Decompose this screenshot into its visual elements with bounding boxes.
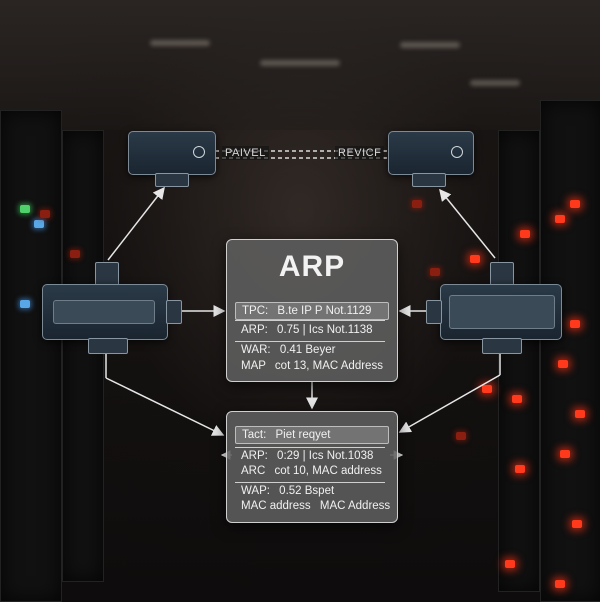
device-slot xyxy=(53,300,155,324)
status-led xyxy=(20,205,30,213)
status-led xyxy=(555,580,565,588)
arp-row: TPC: B.te IP P Not.1129 xyxy=(235,302,389,320)
row-value: Piet reqyet xyxy=(275,429,331,441)
status-led xyxy=(560,450,570,458)
device-connector xyxy=(155,173,189,187)
row-key: ARP: xyxy=(241,450,268,462)
divider xyxy=(235,447,385,448)
status-led xyxy=(555,215,565,223)
row-key: ARP: xyxy=(241,324,268,336)
network-device-left xyxy=(42,284,168,340)
device-slot xyxy=(449,295,555,329)
row-key: Tact: xyxy=(242,429,267,441)
row-value: MAC Address xyxy=(319,500,391,512)
arp-row: WAR: 0.41 Beyer xyxy=(241,344,335,356)
status-led xyxy=(520,230,530,238)
device-connector xyxy=(412,173,446,187)
row-value: 0.52 Bspet xyxy=(279,485,335,497)
row-key: MAP xyxy=(241,360,266,372)
cable-label-right: REVICF xyxy=(335,146,385,160)
status-led xyxy=(430,268,440,276)
network-device-top-left xyxy=(128,131,216,175)
status-led xyxy=(412,200,422,208)
port-icon xyxy=(451,146,463,158)
cable-label-left: PAIVEL xyxy=(222,146,269,160)
status-led xyxy=(515,465,525,473)
status-led xyxy=(456,432,466,440)
arp-row: ARP: 0.75 | Ics Not.1138 xyxy=(241,324,373,336)
status-led xyxy=(34,220,44,228)
divider xyxy=(235,341,385,342)
device-connector xyxy=(426,300,442,324)
port-icon xyxy=(193,146,205,158)
status-led xyxy=(505,560,515,568)
request-row: ARP: 0:29 | Ics Not.1038 xyxy=(241,450,373,462)
ceiling-light xyxy=(400,42,460,48)
row-value: B.te IP P Not.1129 xyxy=(277,305,372,317)
device-connector xyxy=(88,338,128,354)
divider xyxy=(235,320,385,321)
network-device-right xyxy=(440,284,562,340)
arp-row: MAP cot 13, MAC Address xyxy=(241,360,383,372)
network-device-top-right xyxy=(388,131,474,175)
ceiling-light xyxy=(260,60,340,66)
arrow-line xyxy=(398,374,501,433)
row-key: MAC address xyxy=(241,500,311,512)
status-led xyxy=(20,300,30,308)
status-led xyxy=(470,255,480,263)
request-row: Tact: Piet reqyet xyxy=(235,426,389,444)
status-led xyxy=(70,250,80,258)
server-rack-right xyxy=(540,100,600,602)
row-key: TPC: xyxy=(242,305,269,317)
divider xyxy=(235,482,385,483)
ceiling-light xyxy=(150,40,210,46)
arrow-line xyxy=(439,188,496,259)
status-led xyxy=(558,360,568,368)
status-led xyxy=(40,210,50,218)
row-value: 0.75 | Ics Not.1138 xyxy=(277,324,373,336)
status-led xyxy=(572,520,582,528)
status-led xyxy=(570,200,580,208)
request-row: WAP: 0.52 Bspet xyxy=(241,485,334,497)
arrow-line xyxy=(107,186,165,261)
row-value: 0.41 Beyer xyxy=(279,344,336,356)
arrow-line xyxy=(105,377,225,436)
server-rack-right-2 xyxy=(498,130,540,592)
device-connector xyxy=(490,262,514,286)
row-value: cot 10, MAC address xyxy=(274,465,382,477)
row-key: WAP: xyxy=(241,485,270,497)
device-connector xyxy=(166,300,182,324)
ceiling xyxy=(0,0,600,130)
request-row: MAC address MAC Address xyxy=(241,500,390,512)
ceiling-light xyxy=(470,80,520,86)
row-value: 0:29 | Ics Not.1038 xyxy=(277,450,374,462)
status-led xyxy=(512,395,522,403)
row-key: ARC xyxy=(241,465,266,477)
row-value: cot 13, MAC Address xyxy=(274,360,383,372)
server-rack-left-2 xyxy=(62,130,104,582)
row-key: WAR: xyxy=(241,344,271,356)
device-connector xyxy=(95,262,119,286)
arp-panel-title: ARP xyxy=(278,250,346,283)
request-row: ARC cot 10, MAC address xyxy=(241,465,382,477)
status-led xyxy=(570,320,580,328)
arp-panel: ARP TPC: B.te IP P Not.1129 ARP: 0.75 | … xyxy=(226,239,398,382)
status-led xyxy=(575,410,585,418)
request-panel: Tact: Piet reqyet ARP: 0:29 | Ics Not.10… xyxy=(226,411,398,523)
status-led xyxy=(482,385,492,393)
device-connector xyxy=(482,338,522,354)
